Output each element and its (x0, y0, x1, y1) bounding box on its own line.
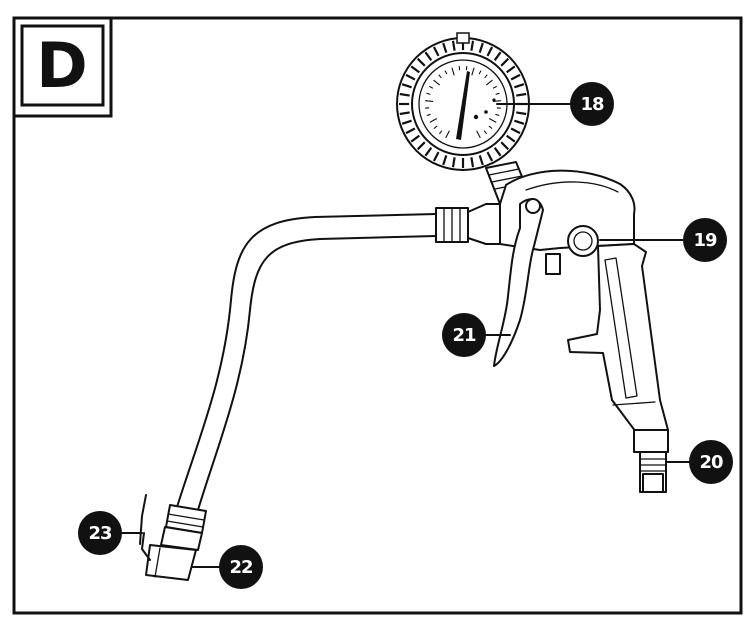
gauge-needle (456, 71, 470, 140)
callout-20-label: 20 (699, 452, 723, 473)
gauge-rib (432, 151, 440, 162)
gauge-tick (476, 130, 481, 139)
gauge-rib (405, 73, 416, 81)
gauge-rib (424, 147, 433, 157)
gauge-rib (451, 40, 456, 51)
gauge-rib (424, 51, 433, 61)
tire-chuck (141, 532, 197, 581)
gauge-rib (516, 92, 527, 97)
gauge-rib (514, 119, 525, 125)
gauge-rib (493, 147, 502, 157)
gauge-tick (471, 67, 475, 76)
gauge-tick (445, 130, 450, 139)
gauge-rib (506, 65, 516, 74)
gauge-tick (429, 85, 434, 89)
gauge-rib (486, 151, 494, 162)
gauge-tick (488, 125, 493, 130)
gauge-rib (416, 57, 426, 67)
gauge-rib (416, 141, 426, 151)
air-inlet-connector (633, 429, 669, 493)
gauge-rib (470, 157, 475, 168)
gauge-rib (442, 155, 448, 166)
pressure-gauge (396, 32, 530, 171)
gauge-scale-ticks (425, 66, 501, 139)
gauge-rib (401, 119, 412, 125)
gauge-rib (514, 83, 525, 89)
gauge-rib (399, 92, 410, 97)
gauge-tick (438, 130, 443, 135)
trigger-lever[interactable] (493, 198, 561, 367)
gauge-tick (495, 113, 500, 117)
gauge-tick (451, 67, 455, 76)
diagram-frame (12, 16, 743, 615)
section-letter: D (36, 29, 87, 102)
callout-18: 18 (570, 82, 614, 126)
gauge-tick (426, 113, 431, 117)
callout-19: 19 (683, 218, 727, 262)
gauge-rib (516, 111, 527, 116)
gauge-rib (510, 127, 521, 135)
gauge-rib (500, 57, 510, 67)
callout-22: 22 (219, 545, 263, 589)
gauge-rib (432, 46, 440, 57)
gauge-tick (438, 74, 442, 79)
callout-19-label: 19 (693, 230, 717, 251)
gauge-rib (506, 134, 516, 143)
gauge-tick (488, 118, 497, 123)
gauge-tick (429, 118, 438, 123)
gauge-tick (484, 74, 488, 79)
hose-gun-coupling (435, 203, 501, 245)
callout-leaders (121, 103, 691, 568)
gauge-rib (470, 40, 475, 51)
gauge-tick (426, 92, 431, 95)
callout-23: 23 (78, 511, 122, 555)
gauge-rib (500, 141, 510, 151)
gauge-rib (401, 83, 412, 89)
callout-21-label: 21 (452, 325, 476, 346)
air-hose (176, 213, 437, 511)
gauge-rib (478, 155, 484, 166)
gauge-tick (478, 70, 482, 75)
gauge-rib (442, 42, 448, 53)
gauge-tick (483, 130, 488, 135)
gauge-rib (486, 46, 494, 57)
callout-20: 20 (689, 440, 733, 484)
gauge-rib (510, 73, 521, 81)
hose-ferrule (160, 504, 207, 551)
chuck-clip[interactable] (139, 494, 147, 545)
gauge-tick (433, 125, 438, 130)
gauge-rib (410, 134, 420, 143)
gauge-tick (444, 70, 448, 75)
callout-18-label: 18 (580, 94, 604, 115)
pressure-release-button[interactable] (567, 225, 599, 257)
gauge-tick (485, 79, 493, 86)
gauge-tick (495, 92, 500, 95)
gauge-rib (410, 65, 420, 74)
gauge-ribbed-bezel (399, 40, 527, 168)
gauge-tick (492, 85, 497, 89)
callout-21: 21 (442, 313, 486, 357)
gauge-rib (493, 51, 502, 61)
gauge-rib (478, 42, 484, 53)
callout-22-label: 22 (229, 557, 252, 578)
gauge-rib (399, 111, 410, 116)
gauge-rib (451, 157, 456, 168)
section-label-box: D (12, 16, 113, 118)
gauge-rib (405, 127, 416, 135)
gauge-tick (425, 100, 434, 102)
gauge-tick (433, 79, 441, 86)
callout-23-label: 23 (88, 523, 112, 544)
gun-handle (567, 243, 669, 433)
